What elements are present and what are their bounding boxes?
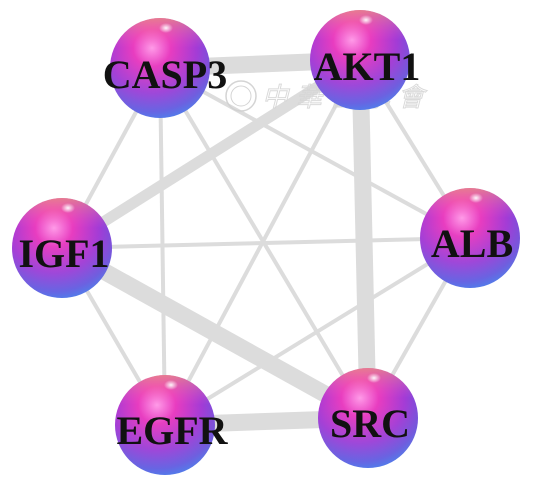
node-highlight (359, 15, 373, 25)
node-sphere-tint (420, 188, 520, 288)
node-highlight (164, 380, 178, 390)
node-sphere-tint (110, 18, 210, 118)
node-src[interactable]: SRC (318, 368, 418, 468)
edge-akt1-igf1 (59, 55, 363, 253)
node-label: CASP3 (103, 52, 227, 97)
node-label: IGF1 (18, 231, 109, 276)
node-sphere-tint (318, 368, 418, 468)
node-highlight (159, 23, 173, 33)
edge-casp3-alb (159, 66, 471, 240)
node-casp3[interactable]: CASP3 (103, 18, 227, 118)
node-sphere-tint (310, 10, 410, 110)
node-sphere-tint (115, 375, 215, 475)
node-sphere-tint (12, 198, 112, 298)
node-highlight (367, 373, 381, 383)
edge-igf1-alb (61, 236, 471, 250)
node-label: AKT1 (314, 44, 421, 89)
node-highlight (469, 193, 483, 203)
edge-alb-egfr (163, 236, 472, 427)
node-igf1[interactable]: IGF1 (12, 198, 112, 298)
node-label: SRC (330, 401, 410, 446)
edge-igf1-src (57, 240, 373, 426)
edges-layer (57, 51, 472, 434)
node-label: EGFR (116, 408, 228, 453)
node-egfr[interactable]: EGFR (115, 375, 229, 475)
node-alb[interactable]: ALB (420, 188, 520, 288)
node-highlight (61, 203, 75, 213)
node-akt1[interactable]: AKT1 (310, 10, 420, 110)
node-label: ALB (431, 221, 513, 266)
